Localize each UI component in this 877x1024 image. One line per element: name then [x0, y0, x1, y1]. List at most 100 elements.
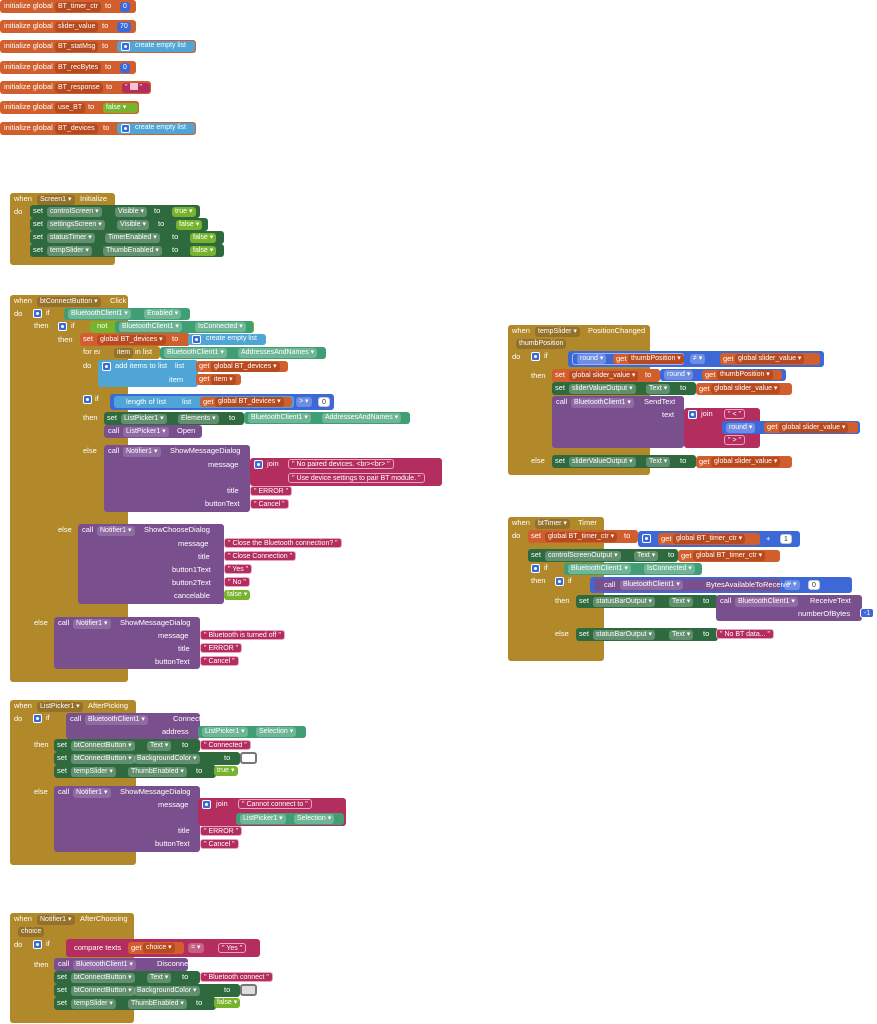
- call-show-message-dialog[interactable]: call Notifier1 ▾ ShowMessageDialog messa…: [54, 617, 200, 669]
- logic-value[interactable]: false ▾: [214, 998, 241, 1008]
- variable-dropdown[interactable]: global slider_value ▾: [735, 354, 805, 364]
- call-disconnect-block[interactable]: call BluetoothClient1 ▾ Disconnect: [54, 958, 194, 971]
- component-dropdown[interactable]: controlScreen ▾: [47, 206, 102, 217]
- global-name[interactable]: BT_recBytes: [55, 62, 102, 73]
- component-dropdown[interactable]: Screen1 ▾: [37, 194, 75, 205]
- empty-text[interactable]: [129, 83, 138, 91]
- create-empty-list-block[interactable]: create empty list: [188, 334, 266, 345]
- logic-value[interactable]: false ▾: [176, 219, 203, 230]
- text-literal[interactable]: " No ": [224, 577, 250, 587]
- number-literal[interactable]: 1: [780, 534, 792, 544]
- component-dropdown[interactable]: btConnectButton ▾: [37, 296, 101, 307]
- component-dropdown[interactable]: Notifier1 ▾: [73, 787, 111, 798]
- get-global-block[interactable]: get global slider_value ▾: [696, 456, 792, 468]
- logic-value[interactable]: false ▾: [224, 590, 251, 600]
- variable-dropdown[interactable]: item ▾: [211, 374, 236, 385]
- component-dropdown[interactable]: BluetoothClient1 ▾: [735, 596, 798, 607]
- component-dropdown[interactable]: statusTimer ▾: [47, 232, 95, 243]
- get-param-block[interactable]: get thumbPosition ▾: [613, 354, 684, 364]
- operator-dropdown[interactable]: > ▾: [784, 580, 800, 590]
- text-literal[interactable]: " No BT data... ": [716, 629, 774, 639]
- mutator-gear-icon[interactable]: [102, 362, 111, 371]
- text-literal[interactable]: " Cancel ": [200, 839, 239, 849]
- global-name[interactable]: use_BT: [55, 102, 86, 113]
- component-dropdown[interactable]: btConnectButton ▾: [71, 740, 135, 751]
- property-dropdown[interactable]: Text ▾: [634, 550, 659, 561]
- variable-dropdown[interactable]: global BT_timer_ctr ▾: [693, 551, 766, 561]
- global-value[interactable]: 0: [120, 62, 130, 73]
- property-dropdown[interactable]: Selection ▾: [256, 727, 297, 737]
- mutator-gear-icon[interactable]: [531, 352, 540, 361]
- global-name[interactable]: BT_timer_ctr: [55, 1, 102, 12]
- set-property-block[interactable]: set statusBarOutput ▾ Text ▾ to: [576, 628, 718, 641]
- mutator-gear-icon[interactable]: [688, 410, 697, 419]
- call-method-block[interactable]: call ListPicker1 ▾ Open: [104, 425, 202, 438]
- component-dropdown[interactable]: statusBarOutput ▾: [593, 629, 656, 640]
- text-literal[interactable]: " < ": [724, 409, 745, 419]
- global-init-block[interactable]: initialize global BT_statMsg to create e…: [0, 40, 196, 53]
- set-property-block[interactable]: set sliderValueOutput ▾ Text ▾ to: [552, 382, 696, 395]
- component-dropdown[interactable]: Notifier1 ▾: [123, 446, 161, 457]
- component-dropdown[interactable]: sliderValueOutput ▾: [569, 383, 636, 394]
- text-literal[interactable]: " ERROR ": [200, 826, 243, 836]
- property-dropdown[interactable]: Visible ▾: [117, 219, 149, 230]
- property-dropdown[interactable]: Text ▾: [646, 456, 671, 467]
- set-property-block[interactable]: set controlScreenOutput ▾ Text ▾ to: [528, 549, 678, 562]
- component-dropdown[interactable]: BluetoothClient1 ▾: [620, 580, 683, 590]
- text-literal[interactable]: " Cancel ": [250, 499, 289, 509]
- component-dropdown[interactable]: controlScreenOutput ▾: [545, 550, 621, 561]
- variable-dropdown[interactable]: global BT_devices ▾: [215, 397, 284, 407]
- property-dropdown[interactable]: AddressesAndNames ▾: [238, 348, 318, 358]
- property-dropdown[interactable]: Text ▾: [669, 629, 694, 640]
- get-global-block[interactable]: get global slider_value ▾: [720, 353, 820, 365]
- logic-value[interactable]: true ▾: [214, 766, 238, 776]
- variable-dropdown[interactable]: global slider_value ▾: [711, 384, 781, 394]
- global-value[interactable]: 70: [117, 21, 131, 32]
- set-property-block[interactable]: set btConnectButton ▾ Text ▾ to: [54, 739, 200, 752]
- variable-dropdown[interactable]: global BT_timer_ctr ▾: [545, 531, 618, 542]
- set-property-block[interactable]: set settingsScreen ▾ Visible ▾ to false …: [30, 218, 208, 231]
- component-dropdown[interactable]: Notifier1 ▾: [73, 618, 111, 629]
- variable-dropdown[interactable]: thumbPosition ▾: [628, 354, 684, 364]
- join-block[interactable]: join " No paired devices. <br><br> " " U…: [250, 458, 442, 486]
- property-dropdown[interactable]: BackgroundColor ▾: [134, 753, 200, 764]
- round-block[interactable]: round ▾ get thumbPosition ▾: [572, 353, 684, 365]
- round-dropdown[interactable]: round ▾: [664, 370, 694, 380]
- property-dropdown[interactable]: Elements ▾: [178, 413, 219, 424]
- logic-value[interactable]: false ▾: [190, 245, 217, 256]
- property-dropdown[interactable]: Text ▾: [147, 972, 172, 983]
- global-name[interactable]: BT_devices: [55, 123, 98, 134]
- set-global-block[interactable]: set global BT_devices ▾ to: [80, 333, 190, 346]
- for-each-block[interactable]: for each do: [80, 346, 110, 390]
- component-dropdown[interactable]: ListPicker1 ▾: [202, 727, 248, 737]
- set-property-block[interactable]: set btConnectButton ▾ Text ▾ to: [54, 971, 200, 984]
- logic-value[interactable]: false ▾: [190, 232, 217, 243]
- text-literal[interactable]: " > ": [724, 435, 745, 445]
- component-dropdown[interactable]: ListPicker1 ▾: [121, 413, 167, 424]
- add-block[interactable]: get global BT_timer_ctr ▾ + 1: [638, 531, 800, 547]
- number-literal[interactable]: 0: [808, 580, 820, 590]
- color-swatch[interactable]: [240, 752, 257, 764]
- component-dropdown[interactable]: btTimer ▾: [535, 518, 570, 529]
- mutator-gear-icon[interactable]: [555, 577, 564, 586]
- mutator-gear-icon[interactable]: [254, 460, 263, 469]
- component-dropdown[interactable]: BluetoothClient1 ▾: [85, 714, 148, 725]
- property-dropdown[interactable]: Enabled ▾: [144, 309, 182, 319]
- bt-addresses-getter[interactable]: BluetoothClient1 ▾ AddressesAndNames ▾: [244, 412, 410, 424]
- variable-dropdown[interactable]: global BT_devices ▾: [97, 334, 166, 345]
- call-sendtext-block[interactable]: call BluetoothClient1 ▾ SendText text: [552, 396, 684, 448]
- component-dropdown[interactable]: btConnectButton ▾: [71, 753, 135, 764]
- property-dropdown[interactable]: ThumbEnabled ▾: [103, 245, 162, 256]
- length-of-list-block[interactable]: length of list list get global BT_device…: [114, 396, 294, 408]
- component-dropdown[interactable]: tempSlider ▾: [535, 326, 580, 337]
- call-show-message-dialog[interactable]: call Notifier1 ▾ ShowMessageDialog messa…: [54, 786, 200, 852]
- component-dropdown[interactable]: Notifier1 ▾: [37, 914, 75, 925]
- round-dropdown[interactable]: round ▾: [577, 354, 607, 364]
- get-param-block[interactable]: get thumbPosition ▾: [702, 370, 782, 380]
- variable-dropdown[interactable]: global BT_timer_ctr ▾: [673, 534, 746, 544]
- variable-dropdown[interactable]: thumbPosition ▾: [717, 370, 773, 380]
- event-parameter[interactable]: choice: [18, 927, 45, 937]
- global-name[interactable]: slider_value: [55, 21, 99, 32]
- text-literal[interactable]: " Close Connection ": [224, 551, 297, 561]
- call-bytes-available[interactable]: call BluetoothClient1 ▾ BytesAvailableTo…: [594, 579, 790, 591]
